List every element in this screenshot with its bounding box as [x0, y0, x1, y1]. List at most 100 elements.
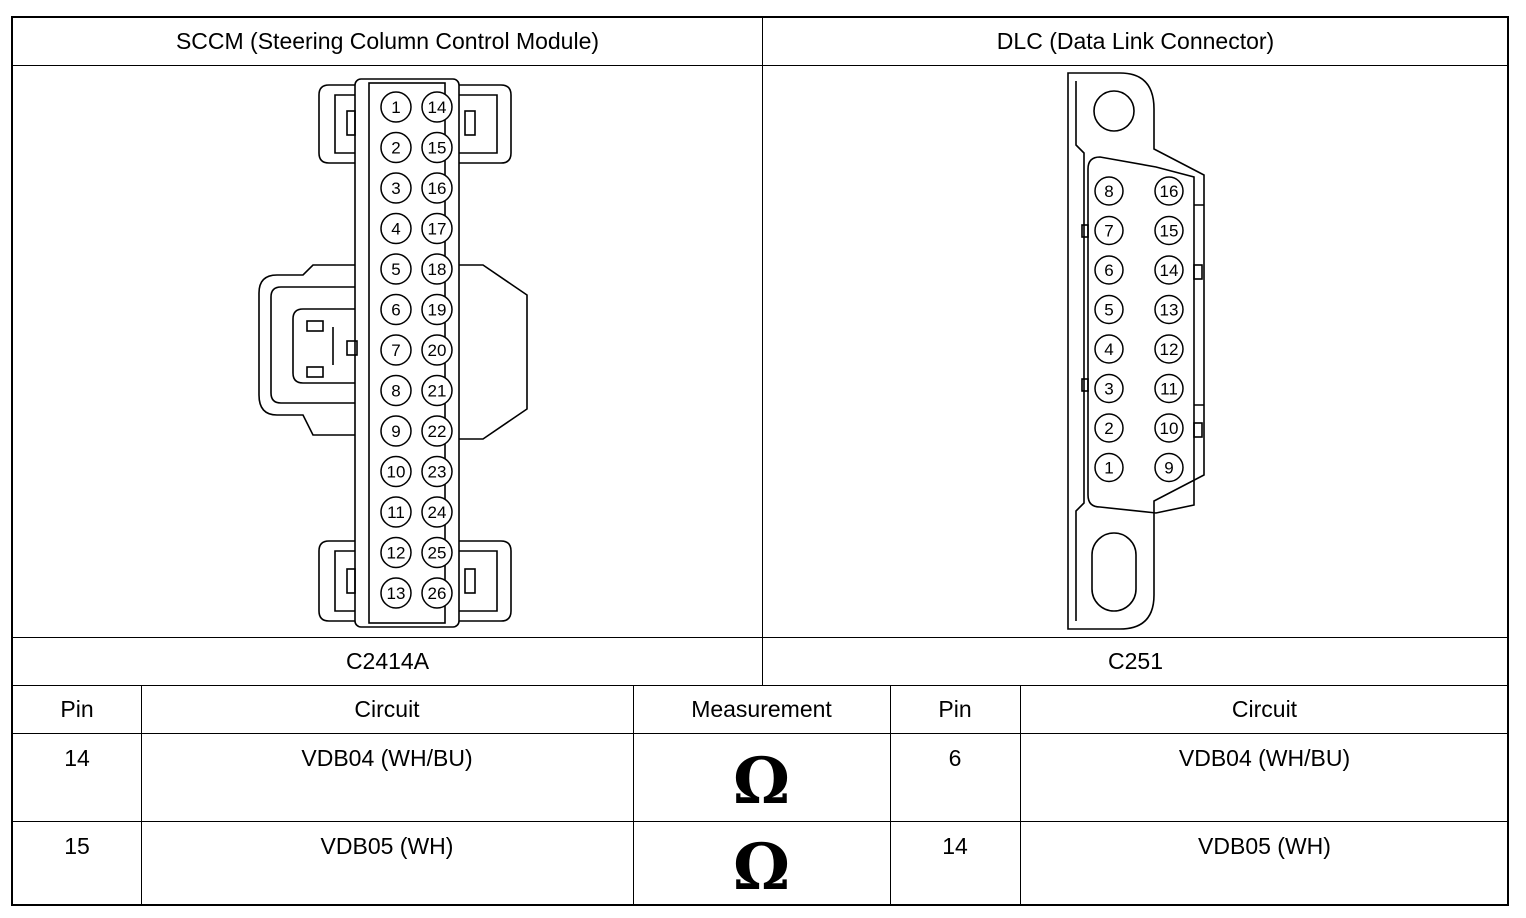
header-circuit-a: Circuit	[354, 695, 420, 722]
pin-circle	[421, 212, 453, 245]
pin-number: 5	[1104, 301, 1113, 320]
pin-number: 2	[1104, 419, 1113, 438]
pin-circle	[1154, 176, 1184, 206]
pin-number: 9	[1164, 459, 1173, 478]
pin-number: 20	[428, 341, 447, 360]
pin-circle	[380, 91, 412, 123]
header-pin-b: Pin	[938, 695, 972, 722]
pin-number: 12	[1160, 340, 1179, 359]
dlc-connector-id: C251	[1108, 647, 1163, 674]
pin-circle	[380, 577, 412, 609]
pin-number: 16	[428, 179, 447, 198]
pin-number: 15	[1160, 222, 1179, 241]
row2-circuit-b: VDB05 (WH)	[1198, 833, 1331, 859]
pin-circle	[380, 374, 412, 407]
pin-number: 6	[1104, 261, 1113, 280]
row1-ohm-icon: Ω	[733, 743, 790, 819]
pin-circle	[1154, 413, 1184, 443]
pin-number: 4	[1104, 340, 1113, 359]
pin-number: 8	[1104, 182, 1113, 201]
pin-circle	[380, 334, 412, 366]
divider	[633, 685, 634, 906]
divider	[13, 821, 1509, 822]
row2-pin-a: 15	[64, 833, 90, 859]
divider	[141, 685, 142, 906]
pin-circle	[421, 131, 453, 164]
pin-number: 3	[391, 179, 400, 198]
pin-circle	[1154, 452, 1184, 483]
pin-number: 3	[1104, 380, 1113, 399]
pin-number: 4	[391, 220, 400, 239]
pin-circle	[421, 253, 453, 285]
dlc-title: DLC (Data Link Connector)	[996, 28, 1275, 54]
divider	[762, 18, 763, 685]
pin-circle	[380, 131, 412, 164]
divider	[13, 637, 1509, 638]
pin-number: 7	[391, 341, 400, 360]
pin-number: 25	[428, 544, 447, 563]
row2-ohm-icon: Ω	[733, 830, 790, 905]
pin-circle	[421, 91, 453, 123]
pin-circle	[380, 253, 412, 285]
pin-circle	[1094, 413, 1124, 443]
divider	[890, 685, 891, 906]
pin-number: 5	[391, 260, 400, 279]
header-circuit-b: Circuit	[1231, 695, 1298, 722]
divider	[13, 65, 1509, 66]
pin-circle	[1094, 452, 1124, 483]
pin-number: 17	[428, 220, 447, 239]
header-pin-a: Pin	[60, 695, 94, 722]
pin-number: 16	[1160, 182, 1179, 201]
pin-circle	[421, 577, 453, 609]
pin-number: 23	[428, 463, 447, 482]
pin-circle	[1154, 294, 1184, 325]
pin-circle	[1154, 215, 1184, 246]
divider	[1020, 685, 1021, 906]
pin-number: 22	[428, 422, 447, 441]
pin-circle	[1094, 255, 1124, 285]
pin-circle	[1094, 334, 1124, 364]
row1-circuit-a: VDB04 (WH/BU)	[301, 745, 473, 771]
pin-number: 7	[1104, 222, 1113, 241]
row1-pin-a: 14	[64, 745, 90, 771]
pin-number: 26	[428, 584, 447, 603]
pin-number: 10	[1160, 419, 1179, 438]
pin-circle	[380, 496, 412, 528]
pin-circle	[1094, 373, 1124, 404]
pin-circle	[421, 172, 453, 204]
sccm-title: SCCM (Steering Column Control Module)	[175, 28, 600, 54]
pin-number: 11	[1160, 380, 1178, 399]
pin-circle	[1094, 215, 1124, 246]
pin-number: 21	[428, 382, 447, 401]
header-measurement: Measurement	[691, 695, 832, 722]
pin-circle	[421, 374, 453, 407]
pin-circle	[380, 212, 412, 245]
pin-circle	[380, 536, 412, 569]
pin-number: 10	[387, 463, 406, 482]
pin-circle	[1154, 255, 1184, 285]
row2-circuit-a: VDB05 (WH)	[320, 833, 454, 859]
pin-circle	[1094, 294, 1124, 325]
divider	[13, 733, 1509, 734]
pin-circle	[421, 536, 453, 569]
pin-number: 15	[428, 139, 447, 158]
pinout-table: SCCM (Steering Column Control Module) DL…	[11, 16, 1509, 906]
divider	[13, 685, 1509, 686]
row2-pin-b: 14	[942, 833, 968, 859]
pin-circle	[421, 455, 453, 488]
pin-circle	[380, 415, 412, 447]
pin-number: 14	[1160, 261, 1179, 280]
row1-circuit-b: VDB04 (WH/BU)	[1178, 745, 1351, 771]
row1-pin-b: 6	[948, 745, 962, 771]
pin-circle	[1154, 334, 1184, 364]
pin-circle	[380, 172, 412, 204]
pin-number: 11	[387, 503, 405, 522]
pin-number: 13	[1160, 301, 1179, 320]
pin-number: 8	[391, 382, 400, 401]
pin-circle	[421, 415, 453, 447]
pin-number: 24	[428, 503, 447, 522]
pin-circle	[421, 496, 453, 528]
